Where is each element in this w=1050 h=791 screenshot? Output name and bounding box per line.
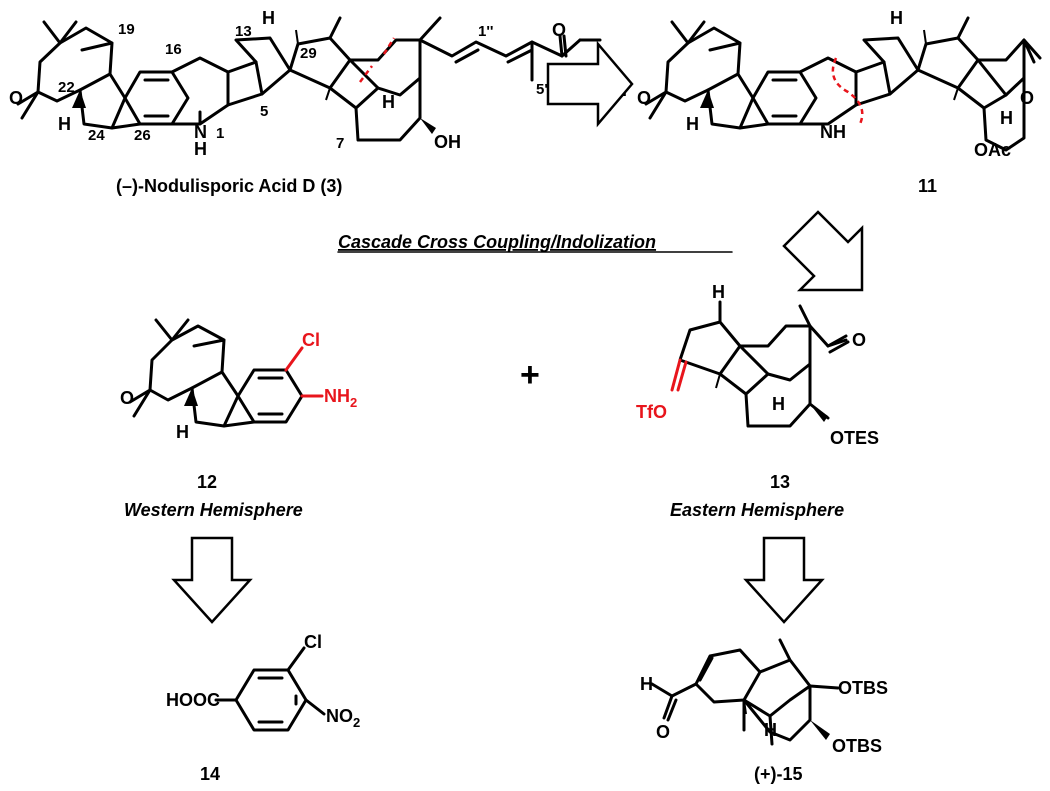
atom-h: H bbox=[764, 720, 777, 740]
locant-29: 29 bbox=[300, 45, 317, 62]
locant-5: 5 bbox=[260, 103, 268, 120]
structure-13: H TfO H O OTES 13 Eastern Hemisphere bbox=[636, 282, 879, 520]
cascade-label: Cascade Cross Coupling/Indolization bbox=[338, 232, 656, 252]
western-hemisphere-label: Western Hemisphere bbox=[124, 500, 303, 520]
locant-13: 13 bbox=[235, 23, 252, 40]
retro-arrow-down-left bbox=[171, 536, 253, 624]
structure-12: O H Cl NH2 12 Western Hemisphere bbox=[120, 318, 357, 520]
atom-hooc: HOOC bbox=[166, 690, 220, 710]
atom-nh: NH bbox=[820, 122, 846, 142]
locant-19: 19 bbox=[118, 21, 135, 38]
atom-o: O bbox=[637, 88, 651, 108]
locant-24: 24 bbox=[88, 127, 105, 144]
atom-h: H bbox=[712, 282, 725, 302]
atom-h: H bbox=[640, 674, 653, 694]
atom-h: H bbox=[58, 114, 71, 134]
atom-o: O bbox=[120, 388, 134, 408]
retro-arrow-right bbox=[546, 40, 634, 128]
atom-cl: Cl bbox=[304, 632, 322, 652]
retro-arrow-diagonal bbox=[782, 210, 864, 292]
compound-3-label: (–)-Nodulisporic Acid D (3) bbox=[116, 176, 342, 196]
eastern-hemisphere-label: Eastern Hemisphere bbox=[670, 500, 844, 520]
atom-otes: OTES bbox=[830, 428, 879, 448]
atom-h: H bbox=[1000, 108, 1013, 128]
structure-15: H O H OTBS OTBS (+)-15 bbox=[640, 638, 888, 784]
atom-o: O bbox=[1020, 88, 1034, 108]
atom-nh2: NH2 bbox=[324, 386, 357, 410]
structure-14: Cl HOOC NO2 14 bbox=[166, 632, 360, 784]
plus-sign: + bbox=[520, 356, 540, 394]
atom-h: H bbox=[194, 139, 207, 159]
atom-h: H bbox=[176, 422, 189, 442]
structure-11: O H NH H H O OAc 11 bbox=[637, 8, 1042, 196]
atom-otbs: OTBS bbox=[832, 736, 882, 756]
structure-nodulisporic-acid-d: O H N H H H OH O OH 19 16 13 29 1'' 22 2… bbox=[9, 8, 627, 196]
compound-13-label: 13 bbox=[770, 472, 790, 492]
atom-h: H bbox=[890, 8, 903, 28]
atom-o: O bbox=[852, 330, 866, 350]
compound-12-label: 12 bbox=[197, 472, 217, 492]
locant-7: 7 bbox=[336, 135, 344, 152]
locant-16: 16 bbox=[165, 41, 182, 58]
atom-oac: OAc bbox=[974, 140, 1011, 160]
atom-h: H bbox=[262, 8, 275, 28]
compound-14-label: 14 bbox=[200, 764, 220, 784]
atom-cl: Cl bbox=[302, 330, 320, 350]
atom-otbs: OTBS bbox=[838, 678, 888, 698]
atom-h: H bbox=[382, 92, 395, 112]
locant-26: 26 bbox=[134, 127, 151, 144]
atom-oh: OH bbox=[434, 132, 461, 152]
atom-o: O bbox=[656, 722, 670, 742]
compound-11-label: 11 bbox=[918, 176, 937, 196]
locant-22: 22 bbox=[58, 79, 75, 96]
atom-n: N bbox=[194, 122, 207, 142]
atom-o: O bbox=[9, 88, 23, 108]
locant-1pp: 1'' bbox=[478, 23, 493, 40]
atom-h: H bbox=[772, 394, 785, 414]
compound-15-label: (+)-15 bbox=[754, 764, 803, 784]
locant-1: 1 bbox=[216, 125, 224, 142]
atom-h: H bbox=[686, 114, 699, 134]
atom-o: O bbox=[552, 20, 566, 40]
atom-no2: NO2 bbox=[326, 706, 360, 730]
atom-tfo: TfO bbox=[636, 402, 667, 422]
retro-arrow-down-right bbox=[743, 536, 825, 624]
